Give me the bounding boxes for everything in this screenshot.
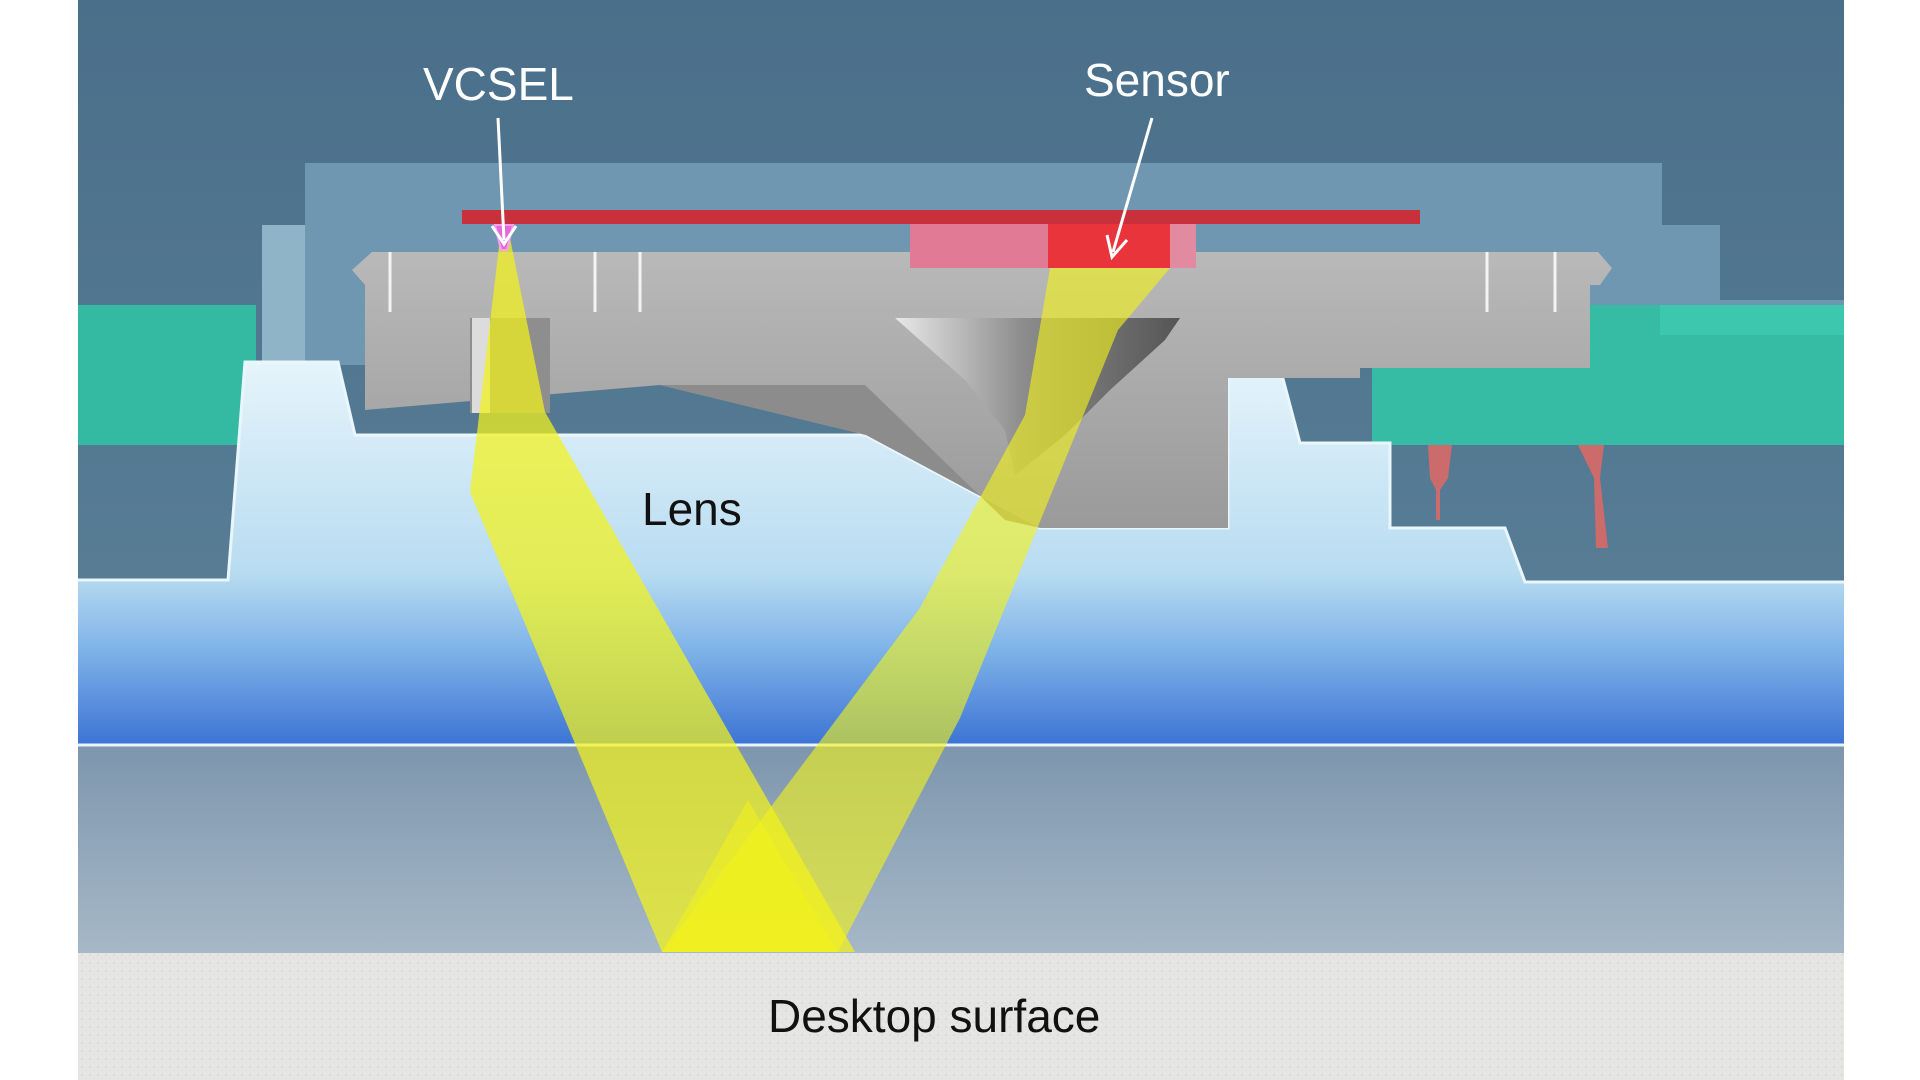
beam-overlap — [662, 800, 838, 952]
mouse-base — [78, 745, 1844, 953]
desktop-surface-label: Desktop surface — [768, 990, 1100, 1042]
red-board — [462, 210, 1420, 224]
pcb-left — [78, 305, 256, 445]
chip-slots — [388, 252, 1557, 312]
pcb-right-top — [1660, 305, 1844, 335]
vcsel-label: VCSEL — [423, 58, 574, 110]
vcsel-callout-arrow — [490, 117, 518, 247]
reflected-light-beam — [662, 268, 1170, 952]
upper-housing-left-step — [262, 225, 305, 365]
pin-1 — [1428, 445, 1452, 520]
sensor-housing-pink — [910, 224, 1050, 268]
sensor-edge — [1170, 224, 1196, 268]
lens-label: Lens — [642, 483, 742, 535]
desktop-surface — [78, 953, 1844, 1080]
sensor-callout-arrow — [1105, 117, 1154, 261]
sensor-label: Sensor — [1084, 54, 1230, 106]
emitted-light-beam — [470, 238, 855, 952]
pin-2 — [1578, 445, 1608, 548]
